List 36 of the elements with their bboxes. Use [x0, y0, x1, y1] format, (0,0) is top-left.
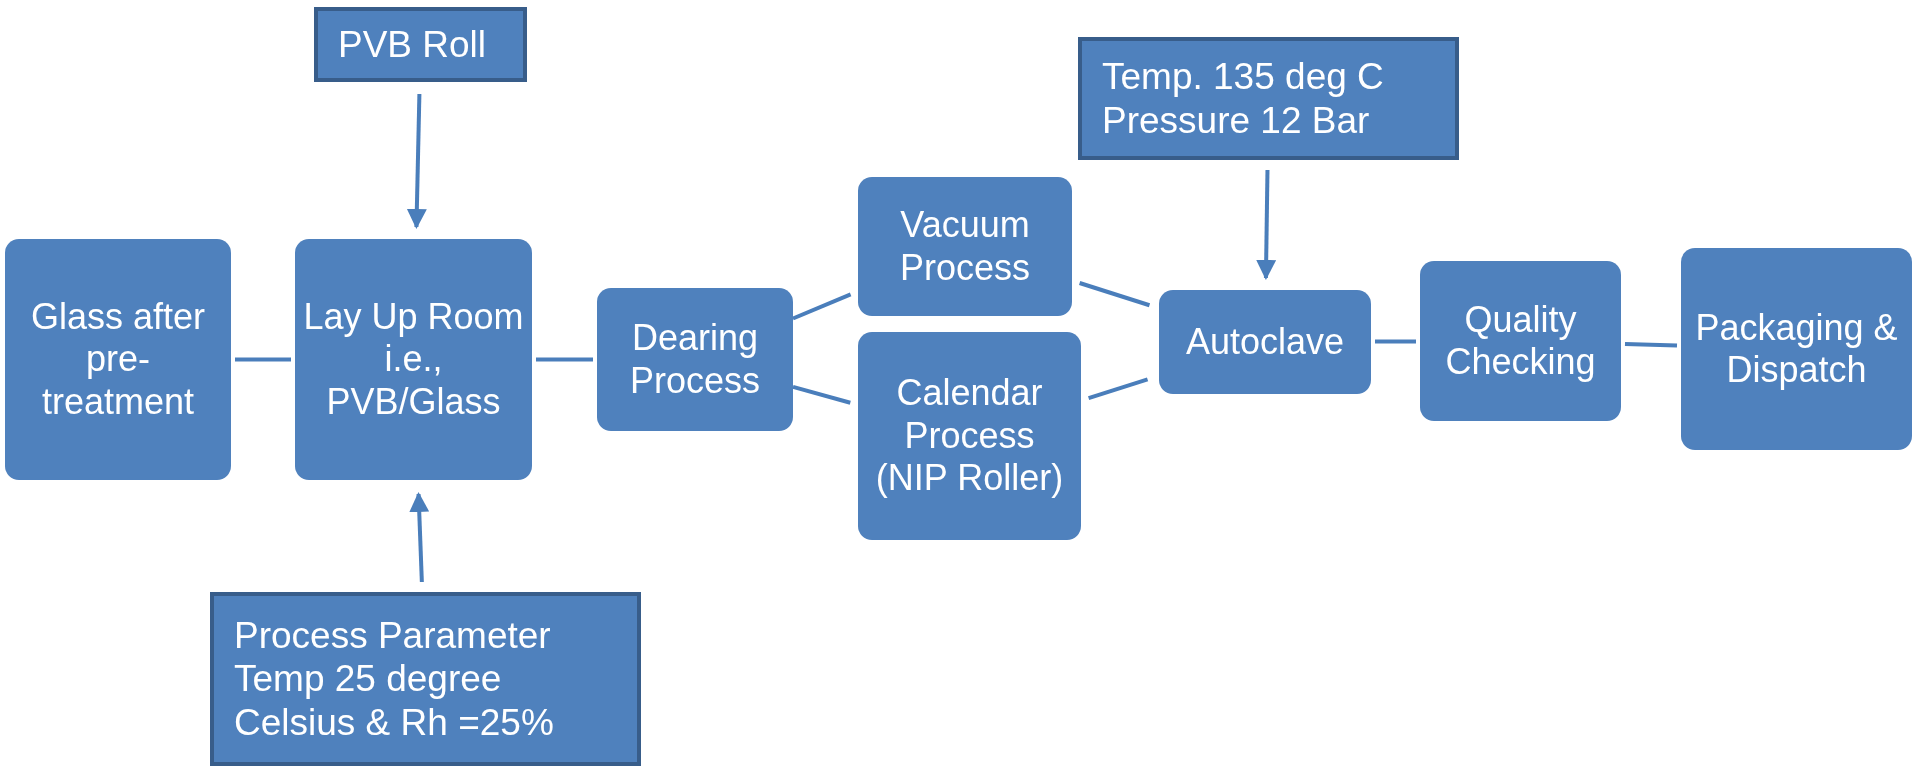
parameter-box [210, 592, 641, 766]
connector-line [1079, 281, 1151, 308]
process-box [5, 239, 231, 480]
node-text: Dearing Process [628, 317, 761, 402]
node-text: Calendar Process (NIP Roller) [874, 372, 1065, 500]
connector-line [536, 357, 593, 362]
arrow [1256, 169, 1277, 280]
connector-line [1375, 339, 1416, 344]
node-text: Temp 25 degree [234, 657, 502, 701]
connector-line [792, 292, 852, 321]
node-text: Packaging & Dispatch [1694, 306, 1899, 392]
node-text: Process Parameter [234, 613, 551, 658]
process-box [295, 239, 532, 480]
process-box [858, 177, 1072, 316]
node-text: Lay Up Room i.e., PVB/Glass [303, 295, 524, 424]
process-box [1420, 261, 1621, 421]
process-box [1681, 248, 1912, 450]
node-text: Glass after pre-treatment [29, 295, 207, 424]
node-text: Vacuum Process [898, 204, 1031, 289]
process-box [1159, 290, 1371, 394]
connector-line [1624, 342, 1678, 348]
process-box [597, 288, 793, 431]
node-text: Temp. 135 deg C [1102, 54, 1384, 99]
process-box [858, 332, 1081, 540]
connector-line [235, 357, 291, 362]
node-text: Celsius & Rh =25% [234, 700, 554, 745]
parameter-box [314, 7, 527, 82]
parameter-box [1078, 37, 1459, 160]
node-text: Pressure 12 Bar [1102, 98, 1370, 143]
arrow [409, 492, 430, 583]
node-text: Quality Checking [1444, 298, 1597, 384]
node-text: Autoclave [1185, 320, 1345, 364]
arrow [406, 93, 427, 229]
connector-line [1088, 377, 1149, 400]
node-text: PVB Roll [338, 22, 487, 67]
connector-line [792, 384, 851, 405]
